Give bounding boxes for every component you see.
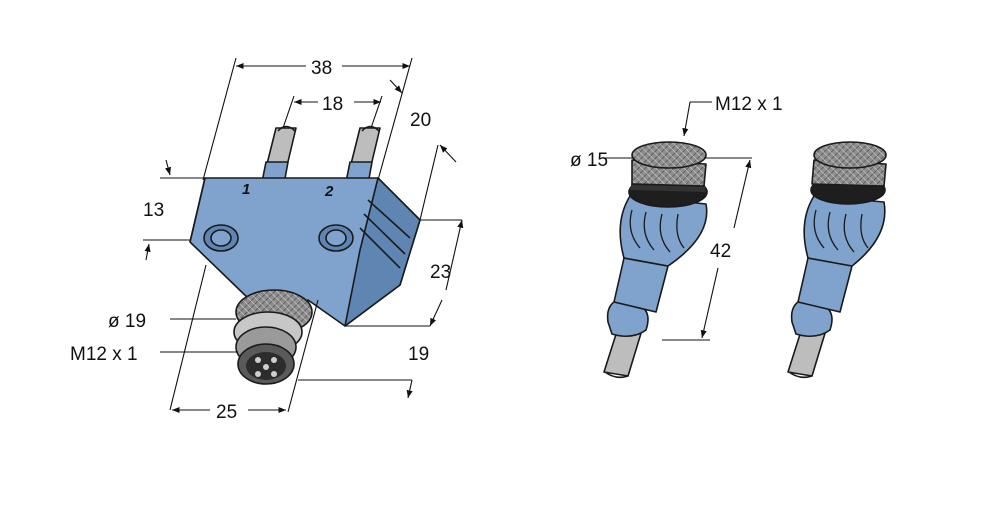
connector-pin-icon	[263, 364, 269, 370]
splitter-assembly: 1 2	[189, 125, 421, 385]
cable-port-2	[345, 125, 381, 185]
mounting-hole-1	[203, 224, 239, 252]
mounting-hole-2	[318, 224, 354, 252]
dimension-lines-left	[143, 57, 464, 414]
connector-pin-icon	[255, 371, 261, 377]
dim-38-label: 38	[311, 58, 332, 79]
connector-pin-icon	[271, 357, 277, 363]
dimension-labels-right: ø 15 M12 x 1 42	[570, 94, 783, 262]
dim-20-label: 20	[410, 110, 431, 131]
dim-25-label: 25	[216, 402, 237, 423]
connector-pin-icon	[271, 371, 277, 377]
dim-23-label: 23	[430, 262, 451, 283]
dim-13-label: 13	[143, 200, 164, 221]
connector-cable-2	[787, 141, 887, 379]
dimension-lines-right	[604, 101, 752, 341]
dim-diameter-15-label: ø 15	[570, 150, 608, 171]
connector-cable-1	[603, 141, 708, 379]
thread-right-label: M12 x 1	[715, 94, 783, 115]
m12-connector-bottom	[233, 289, 313, 385]
port-1-label: 1	[242, 181, 250, 198]
dim-42-label: 42	[710, 241, 731, 262]
port-2-label: 2	[324, 183, 334, 200]
dim-18-label: 18	[322, 94, 343, 115]
dim-diameter-19-label: ø 19	[108, 311, 146, 332]
thread-left-label: M12 x 1	[70, 344, 138, 365]
connector-pin-icon	[255, 357, 261, 363]
splitter-housing	[189, 177, 421, 327]
dim-19-label: 19	[408, 344, 429, 365]
dimension-labels-left: 38 18 20 13 23 ø 19 M12 x 1 19 25	[70, 58, 451, 423]
cable-port-1	[261, 125, 297, 185]
